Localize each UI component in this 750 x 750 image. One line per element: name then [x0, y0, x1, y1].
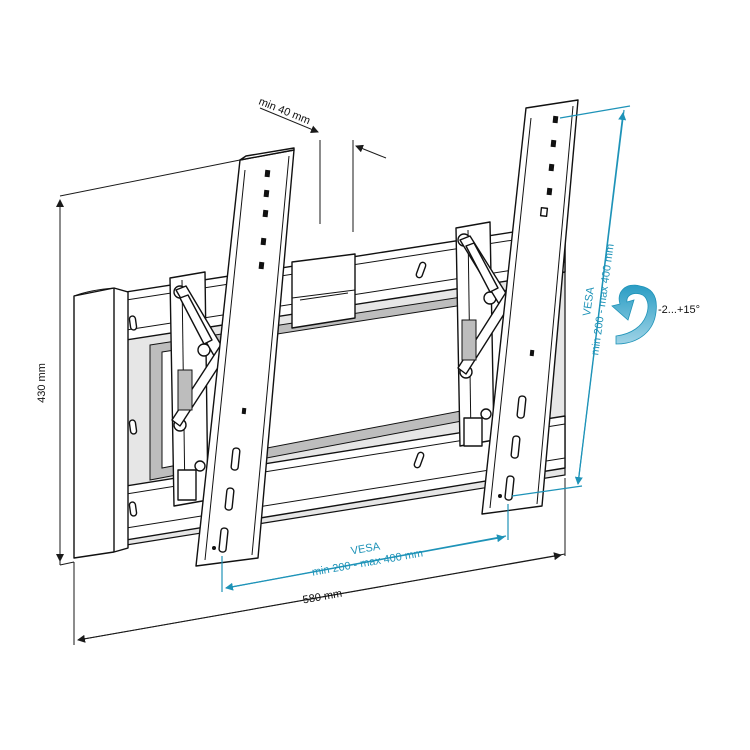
tilt-arrow-icon [611, 284, 657, 345]
left-tilt-bracket [169, 271, 233, 507]
vesa-vertical-dimension [511, 105, 631, 497]
vesa-horizontal-dimension [221, 504, 509, 592]
right-vertical-arm [481, 99, 579, 515]
vesa-horizontal-title: VESA [350, 540, 382, 557]
left-vertical-arm [195, 147, 295, 567]
width-dimension [73, 478, 566, 645]
width-label: 580 mm [302, 588, 343, 607]
height-label: 430 mm [36, 363, 48, 403]
min-gap-label: min 40 mm [257, 96, 312, 128]
right-tilt-bracket [455, 221, 519, 447]
tilt-range-label: -2...+15° [658, 304, 700, 316]
min-gap-dimension [259, 107, 387, 232]
height-dimension [56, 159, 241, 566]
vesa-vertical-title: VESA [581, 286, 597, 317]
